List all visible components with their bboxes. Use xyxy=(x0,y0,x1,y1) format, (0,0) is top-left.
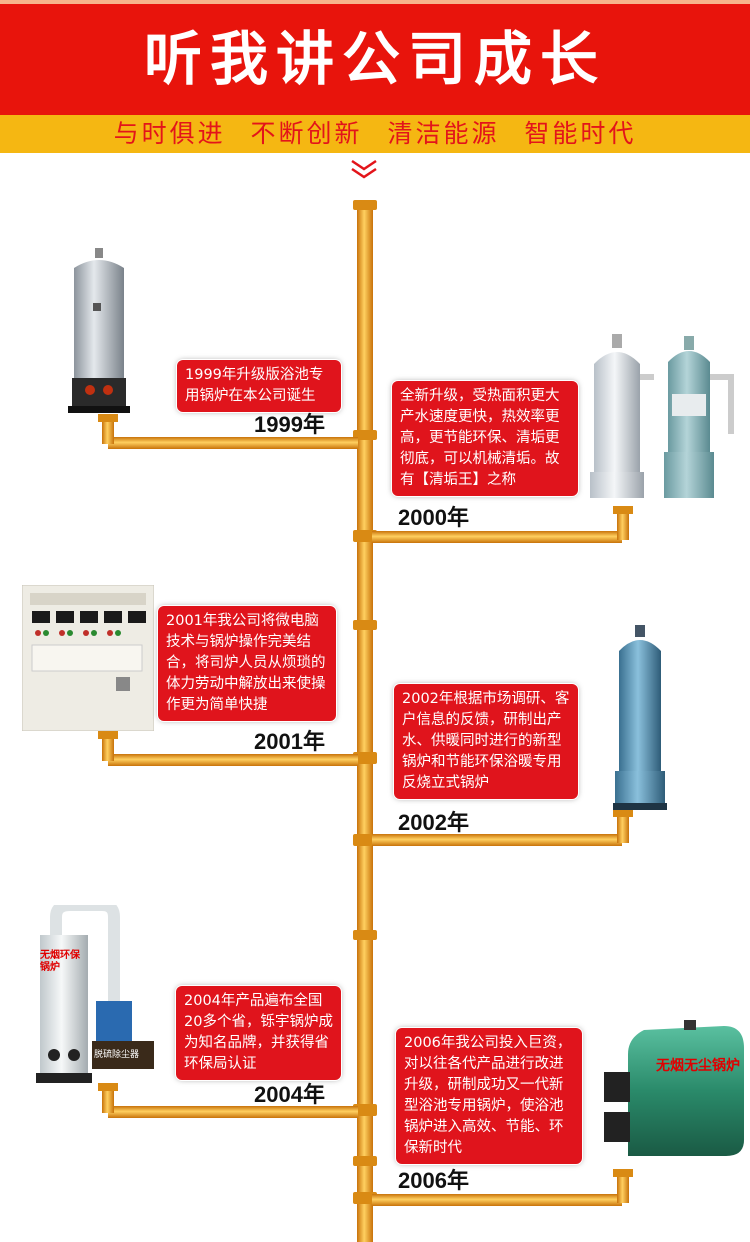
branch-pipe-2004 xyxy=(108,1106,358,1118)
product-label-2004-dust: 脱硫除尘器 xyxy=(94,1050,140,1060)
page-subtitle: 与时俱进 不断创新 清洁能源 智能时代 xyxy=(113,119,637,148)
callout-2001: 2001年我公司将微电脑技术与锅炉操作完美结合，将司炉人员从烦琐的体力劳动中解放… xyxy=(158,606,336,721)
branch-pipe-2002 xyxy=(372,834,622,846)
year-label-2001: 2001年 xyxy=(254,729,325,754)
callout-1999: 1999年升级版浴池专用锅炉在本公司诞生 xyxy=(177,360,341,412)
callout-2002: 2002年根据市场调研、客户信息的反馈，研制出产水、供暖同时进行的新型锅炉和节能… xyxy=(394,684,578,799)
boiler-2002-image xyxy=(613,625,667,810)
year-label-1999: 1999年 xyxy=(254,412,325,437)
callout-2004: 2004年产品遍布全国20多个省，铄宇锅炉成为知名品牌，并获得省环保局认证 xyxy=(176,986,341,1080)
branch-pipe-2001 xyxy=(108,754,358,766)
branch-pipe-2000 xyxy=(372,531,622,543)
product-label-2004-boiler: 无烟环保锅炉 xyxy=(40,950,80,973)
year-label-2000: 2000年 xyxy=(398,505,469,530)
header-banner xyxy=(0,0,750,115)
branch-pipe-2006 xyxy=(372,1194,622,1206)
boiler-2000-image xyxy=(590,334,734,498)
boiler-1999-image xyxy=(68,248,130,413)
year-label-2002: 2002年 xyxy=(398,810,469,835)
main-pipe xyxy=(357,200,373,1242)
year-label-2006: 2006年 xyxy=(398,1168,469,1193)
boiler-2006-image xyxy=(604,1020,744,1156)
branch-pipe-1999 xyxy=(108,437,358,449)
subtitle-band xyxy=(0,115,750,153)
product-label-2006-boiler: 无烟无尘锅炉 xyxy=(656,1058,740,1074)
controller-2001-image xyxy=(22,585,154,731)
double-chevron-down-icon xyxy=(351,159,377,179)
page-title: 听我讲公司成长 xyxy=(143,25,606,93)
boiler-2004-image xyxy=(36,905,154,1083)
callout-2000: 全新升级，受热面积更大产水速度更快，热效率更高，更节能环保、清垢更彻底，可以机械… xyxy=(392,381,578,496)
callout-2006: 2006年我公司投入巨资，对以往各代产品进行改进升级，研制成功又一代新型浴池专用… xyxy=(396,1028,582,1164)
year-label-2004: 2004年 xyxy=(254,1082,325,1107)
